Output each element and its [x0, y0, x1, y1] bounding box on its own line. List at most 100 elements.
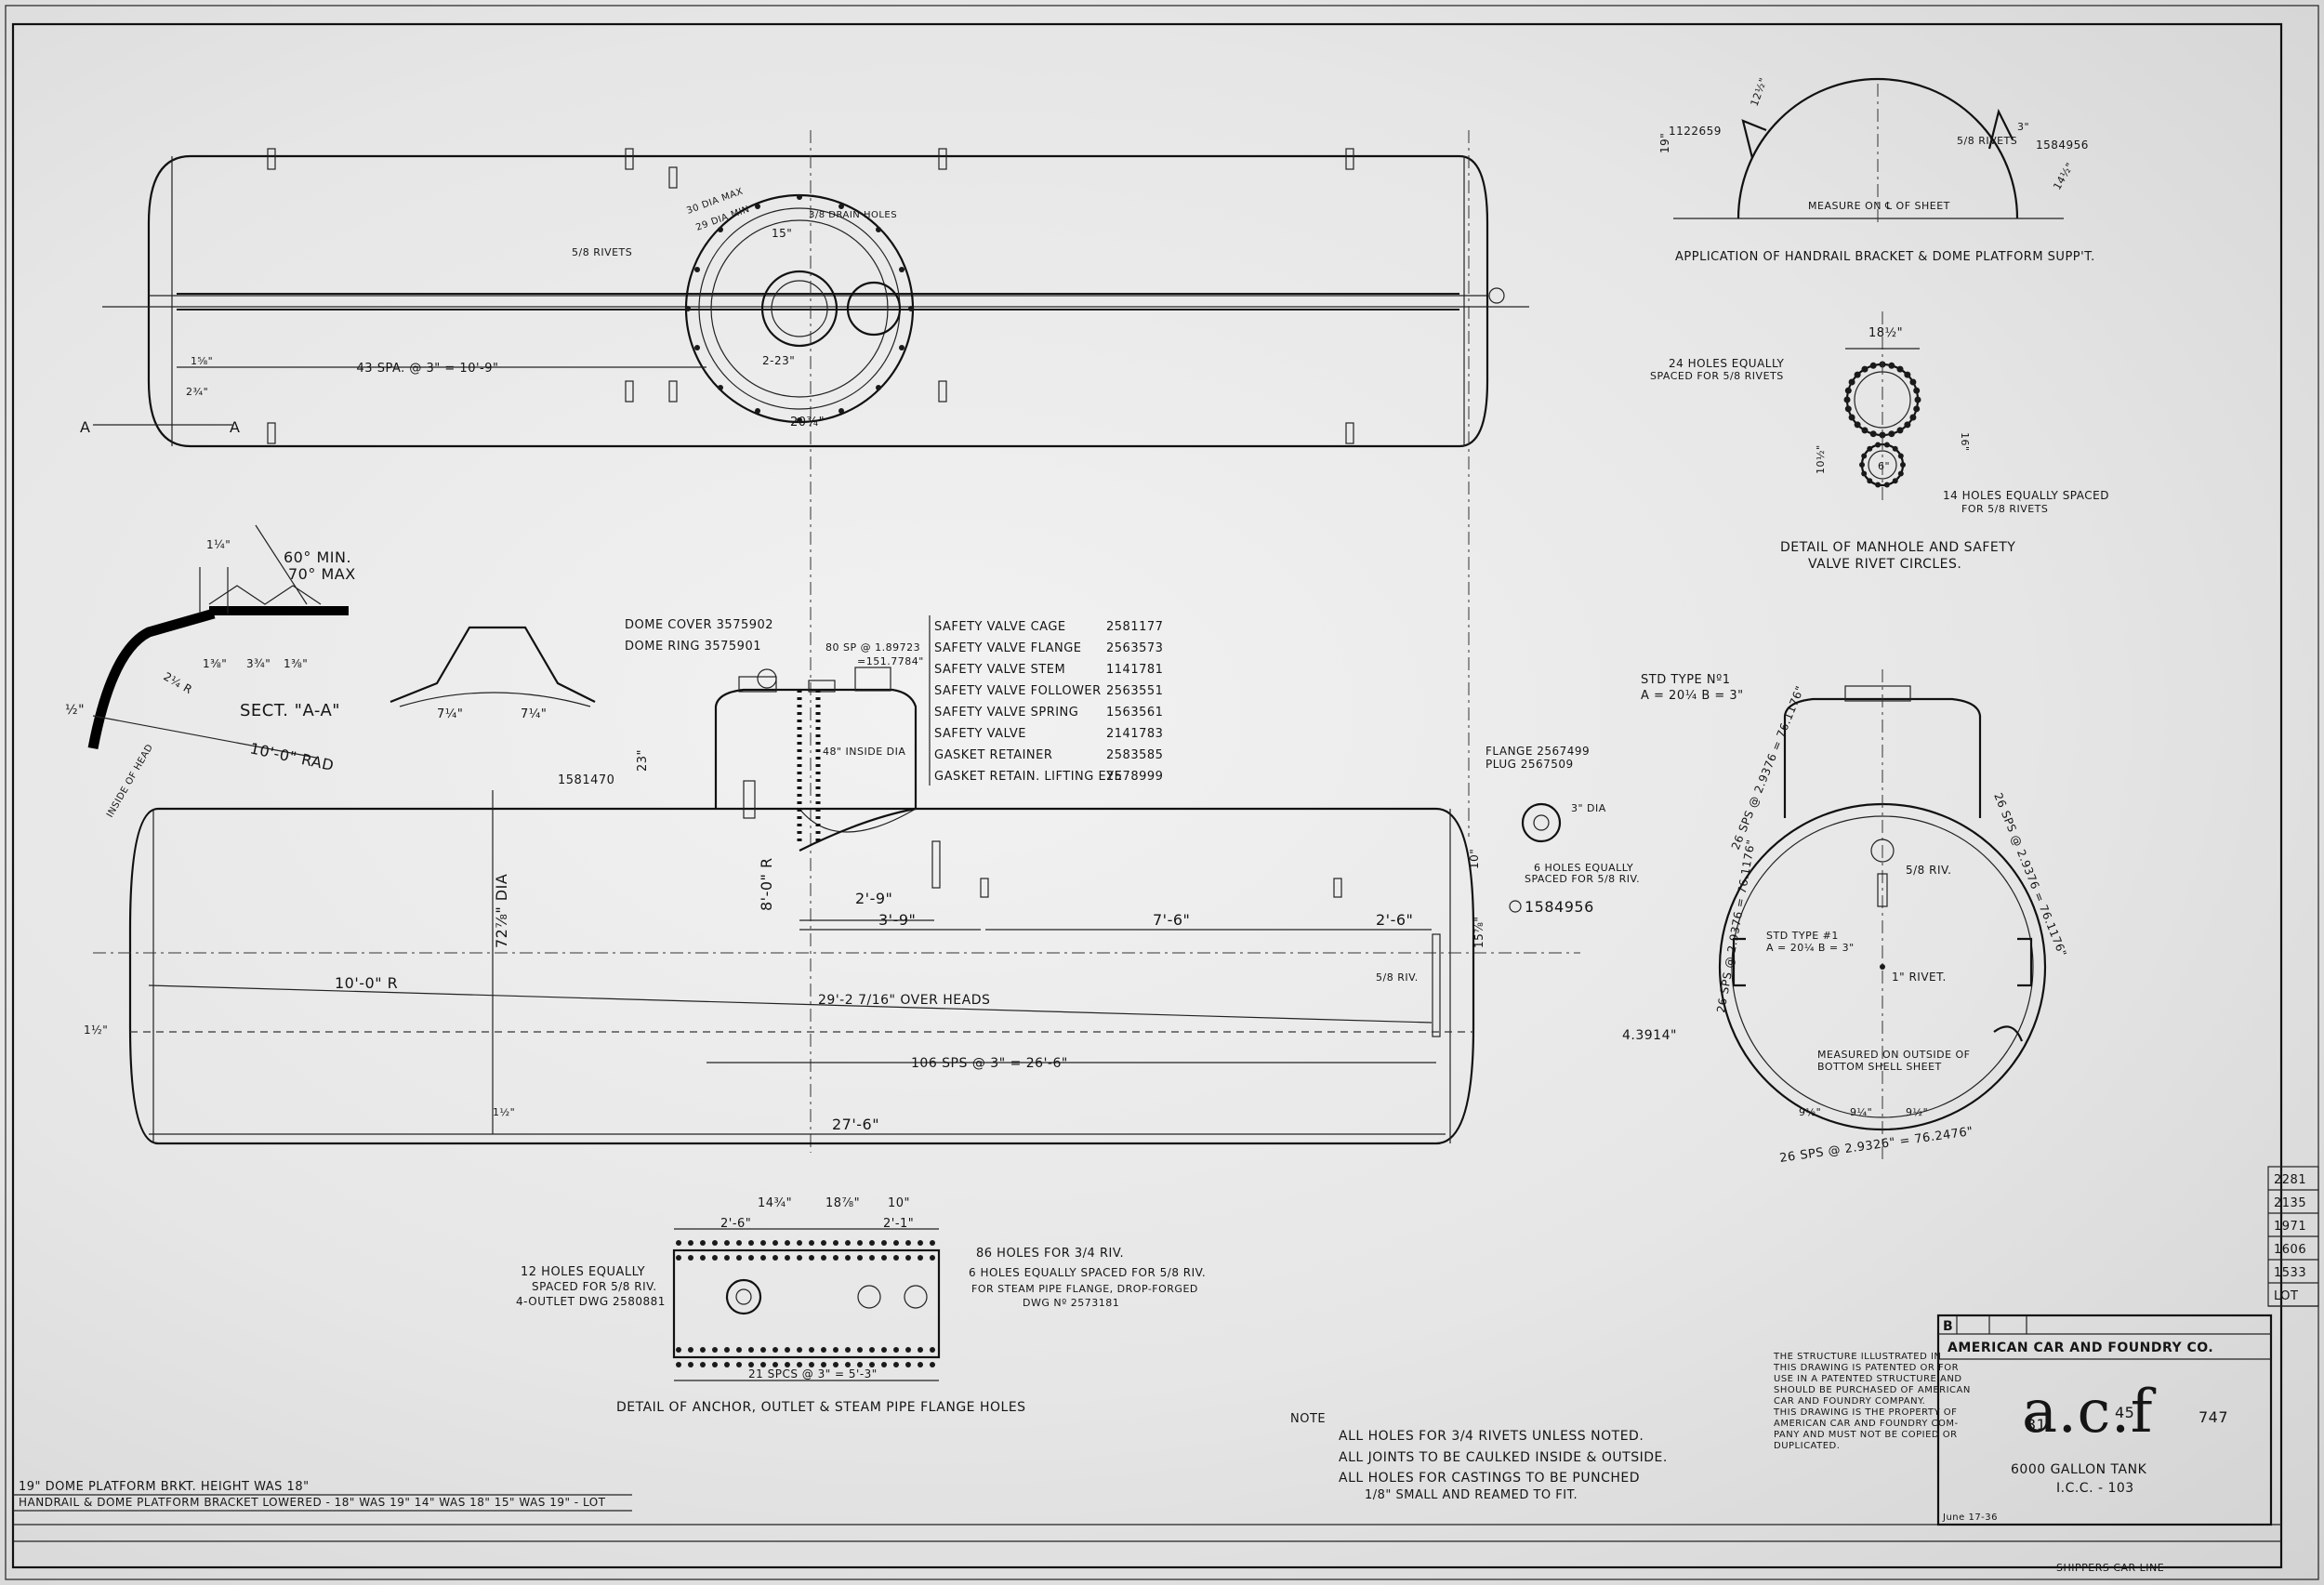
manhole-caption-2: VALVE RIVET CIRCLES.: [1808, 557, 1961, 572]
note-2: ALL JOINTS TO BE CAULKED INSIDE & OUTSID…: [1339, 1450, 1668, 1465]
rivet: [785, 1347, 790, 1353]
section-d3: 1⅜": [284, 657, 308, 670]
rivet: [1909, 414, 1917, 421]
drawing-border: [11, 22, 2283, 1569]
rivet: [845, 1347, 851, 1353]
sp2-label: =151.7784": [857, 655, 924, 667]
section-dim-r: 2¼ R: [162, 669, 195, 696]
handrail-part-left: 1122659: [1669, 125, 1722, 138]
rivet: [857, 1240, 863, 1246]
parts-list: DOME COVER 3575902 DOME RING 3575901 80 …: [625, 615, 1163, 786]
elevation-six-holes-1: 6 HOLES EQUALLY: [1534, 862, 1633, 874]
lot-number: 1971: [2274, 1220, 2306, 1234]
rivet: [748, 1347, 754, 1353]
rivet: [1897, 453, 1904, 459]
rivet: [1875, 482, 1882, 488]
anchor-d-10: 10": [888, 1196, 910, 1210]
elevation-flange: FLANGE 2567499: [1486, 745, 1590, 758]
anchor-holes-12-1: 12 HOLES EQUALLY: [521, 1265, 645, 1279]
section-angle-max: 70° MAX: [288, 565, 356, 583]
endview-std-type-b2: A = 20¼ B = 3": [1766, 942, 1855, 954]
dome-ring-label: DOME RING 3575901: [625, 640, 761, 654]
title-block: B AMERICAN CAR AND FOUNDRY CO. a.c.f 31 …: [1773, 1314, 2273, 1526]
outlet-circle: [725, 1278, 762, 1315]
section-angle-min: 60° MIN.: [284, 548, 351, 566]
rivet: [736, 1240, 742, 1246]
lot-number: 1606: [2274, 1243, 2306, 1257]
elevation-outlet: [743, 780, 756, 819]
rivet: [893, 1240, 899, 1246]
revisions-block: 19" DOME PLATFORM BRKT. HEIGHT WAS 18" H…: [13, 1480, 632, 1512]
rivet: [869, 1347, 875, 1353]
elevation-d-29: 2'-9": [855, 890, 892, 907]
outer-border: [5, 5, 2319, 1580]
elevation-d-23: 23": [636, 749, 650, 772]
legal-line: THIS DRAWING IS PATENTED OR FOR: [1773, 1363, 1959, 1373]
end-view-inner: [1731, 815, 2034, 1118]
rivet: [1897, 470, 1904, 477]
rivet: [821, 1362, 826, 1367]
rivet: [881, 1347, 887, 1353]
plan-end-dim-1: 1⅝": [191, 355, 213, 367]
part-number: 2563573: [1106, 641, 1163, 655]
title-tank: 6000 GALLON TANK: [2011, 1462, 2147, 1477]
notes-title: NOTE: [1290, 1412, 1326, 1426]
rivet: [905, 1362, 911, 1367]
rivet: [1904, 371, 1911, 378]
endview-d-a: 9½": [1799, 1106, 1821, 1118]
section-rad: 10'-0" RAD: [248, 739, 336, 774]
rivet: [736, 1362, 742, 1367]
dome-cover-handle: [757, 668, 777, 689]
part-label: SAFETY VALVE SPRING: [934, 706, 1078, 720]
rivet: [905, 1347, 911, 1353]
rivet: [712, 1240, 718, 1246]
handrail-bracket-left: [1741, 119, 1767, 159]
plan-manhole-inner: [771, 280, 828, 337]
end-view-valve: [1844, 685, 1911, 702]
safety-valve-inner: [1868, 450, 1897, 480]
rivet: [736, 1347, 742, 1353]
rivet: [833, 1347, 838, 1353]
rivet: [724, 1255, 730, 1261]
rivet: [1904, 421, 1911, 429]
bracket-profile: [390, 626, 596, 704]
rivet: [676, 1347, 681, 1353]
rivet: [772, 1362, 778, 1367]
rivet: [797, 1347, 802, 1353]
rivet: [688, 1240, 693, 1246]
rivet: [809, 1362, 814, 1367]
rivet: [893, 1362, 899, 1367]
anchor-caption: DETAIL OF ANCHOR, OUTLET & STEAM PIPE FL…: [616, 1400, 1026, 1415]
end-view: STD TYPE Nº1 A = 20¼ B = 3" STD TYPE #1 …: [1622, 669, 2069, 1166]
rivet: [760, 1362, 766, 1367]
rivet: [772, 1240, 778, 1246]
endview-rivet: 1" RIVET.: [1892, 971, 1947, 984]
manhole-24-holes-2: SPACED FOR 5/8 RIVETS: [1650, 370, 1784, 382]
rivet: [736, 1255, 742, 1261]
legal-line: SHOULD BE PURCHASED OF AMERICAN: [1774, 1385, 1971, 1395]
rivet: [869, 1362, 875, 1367]
rivet: [1879, 431, 1886, 439]
endview-measured-2: BOTTOM SHELL SHEET: [1817, 1061, 1942, 1073]
handrail-dim-left: 19": [1658, 133, 1671, 153]
rivet: [700, 1362, 706, 1367]
title-block-frame: [1936, 1314, 2273, 1526]
endview-d-c: 9½": [1906, 1106, 1928, 1118]
rivet: [881, 1255, 887, 1261]
rivet: [688, 1347, 693, 1353]
handrail-measure: MEASURE ON ℄ OF SHEET: [1808, 200, 1950, 212]
elevation-sps: 106 SPS @ 3" = 26'-6": [911, 1056, 1068, 1071]
elevation-six-holes-2: SPACED FOR 5/8 RIV.: [1525, 873, 1640, 885]
endview-sps-left: 26 SPS @ 2.9376 = 76.1176": [1714, 839, 1758, 1014]
rivet: [869, 1240, 875, 1246]
handrail-dim-3: 3": [2017, 121, 2029, 133]
rivet: [797, 1362, 802, 1367]
title-num-mid: 45: [2115, 1404, 2134, 1421]
plan-dome-inner: [710, 219, 889, 398]
anchor-holes-12-2: SPACED FOR 5/8 RIV.: [532, 1280, 657, 1293]
elevation-r-upper: 8'-0" R: [758, 857, 775, 911]
rivet: [893, 1347, 899, 1353]
